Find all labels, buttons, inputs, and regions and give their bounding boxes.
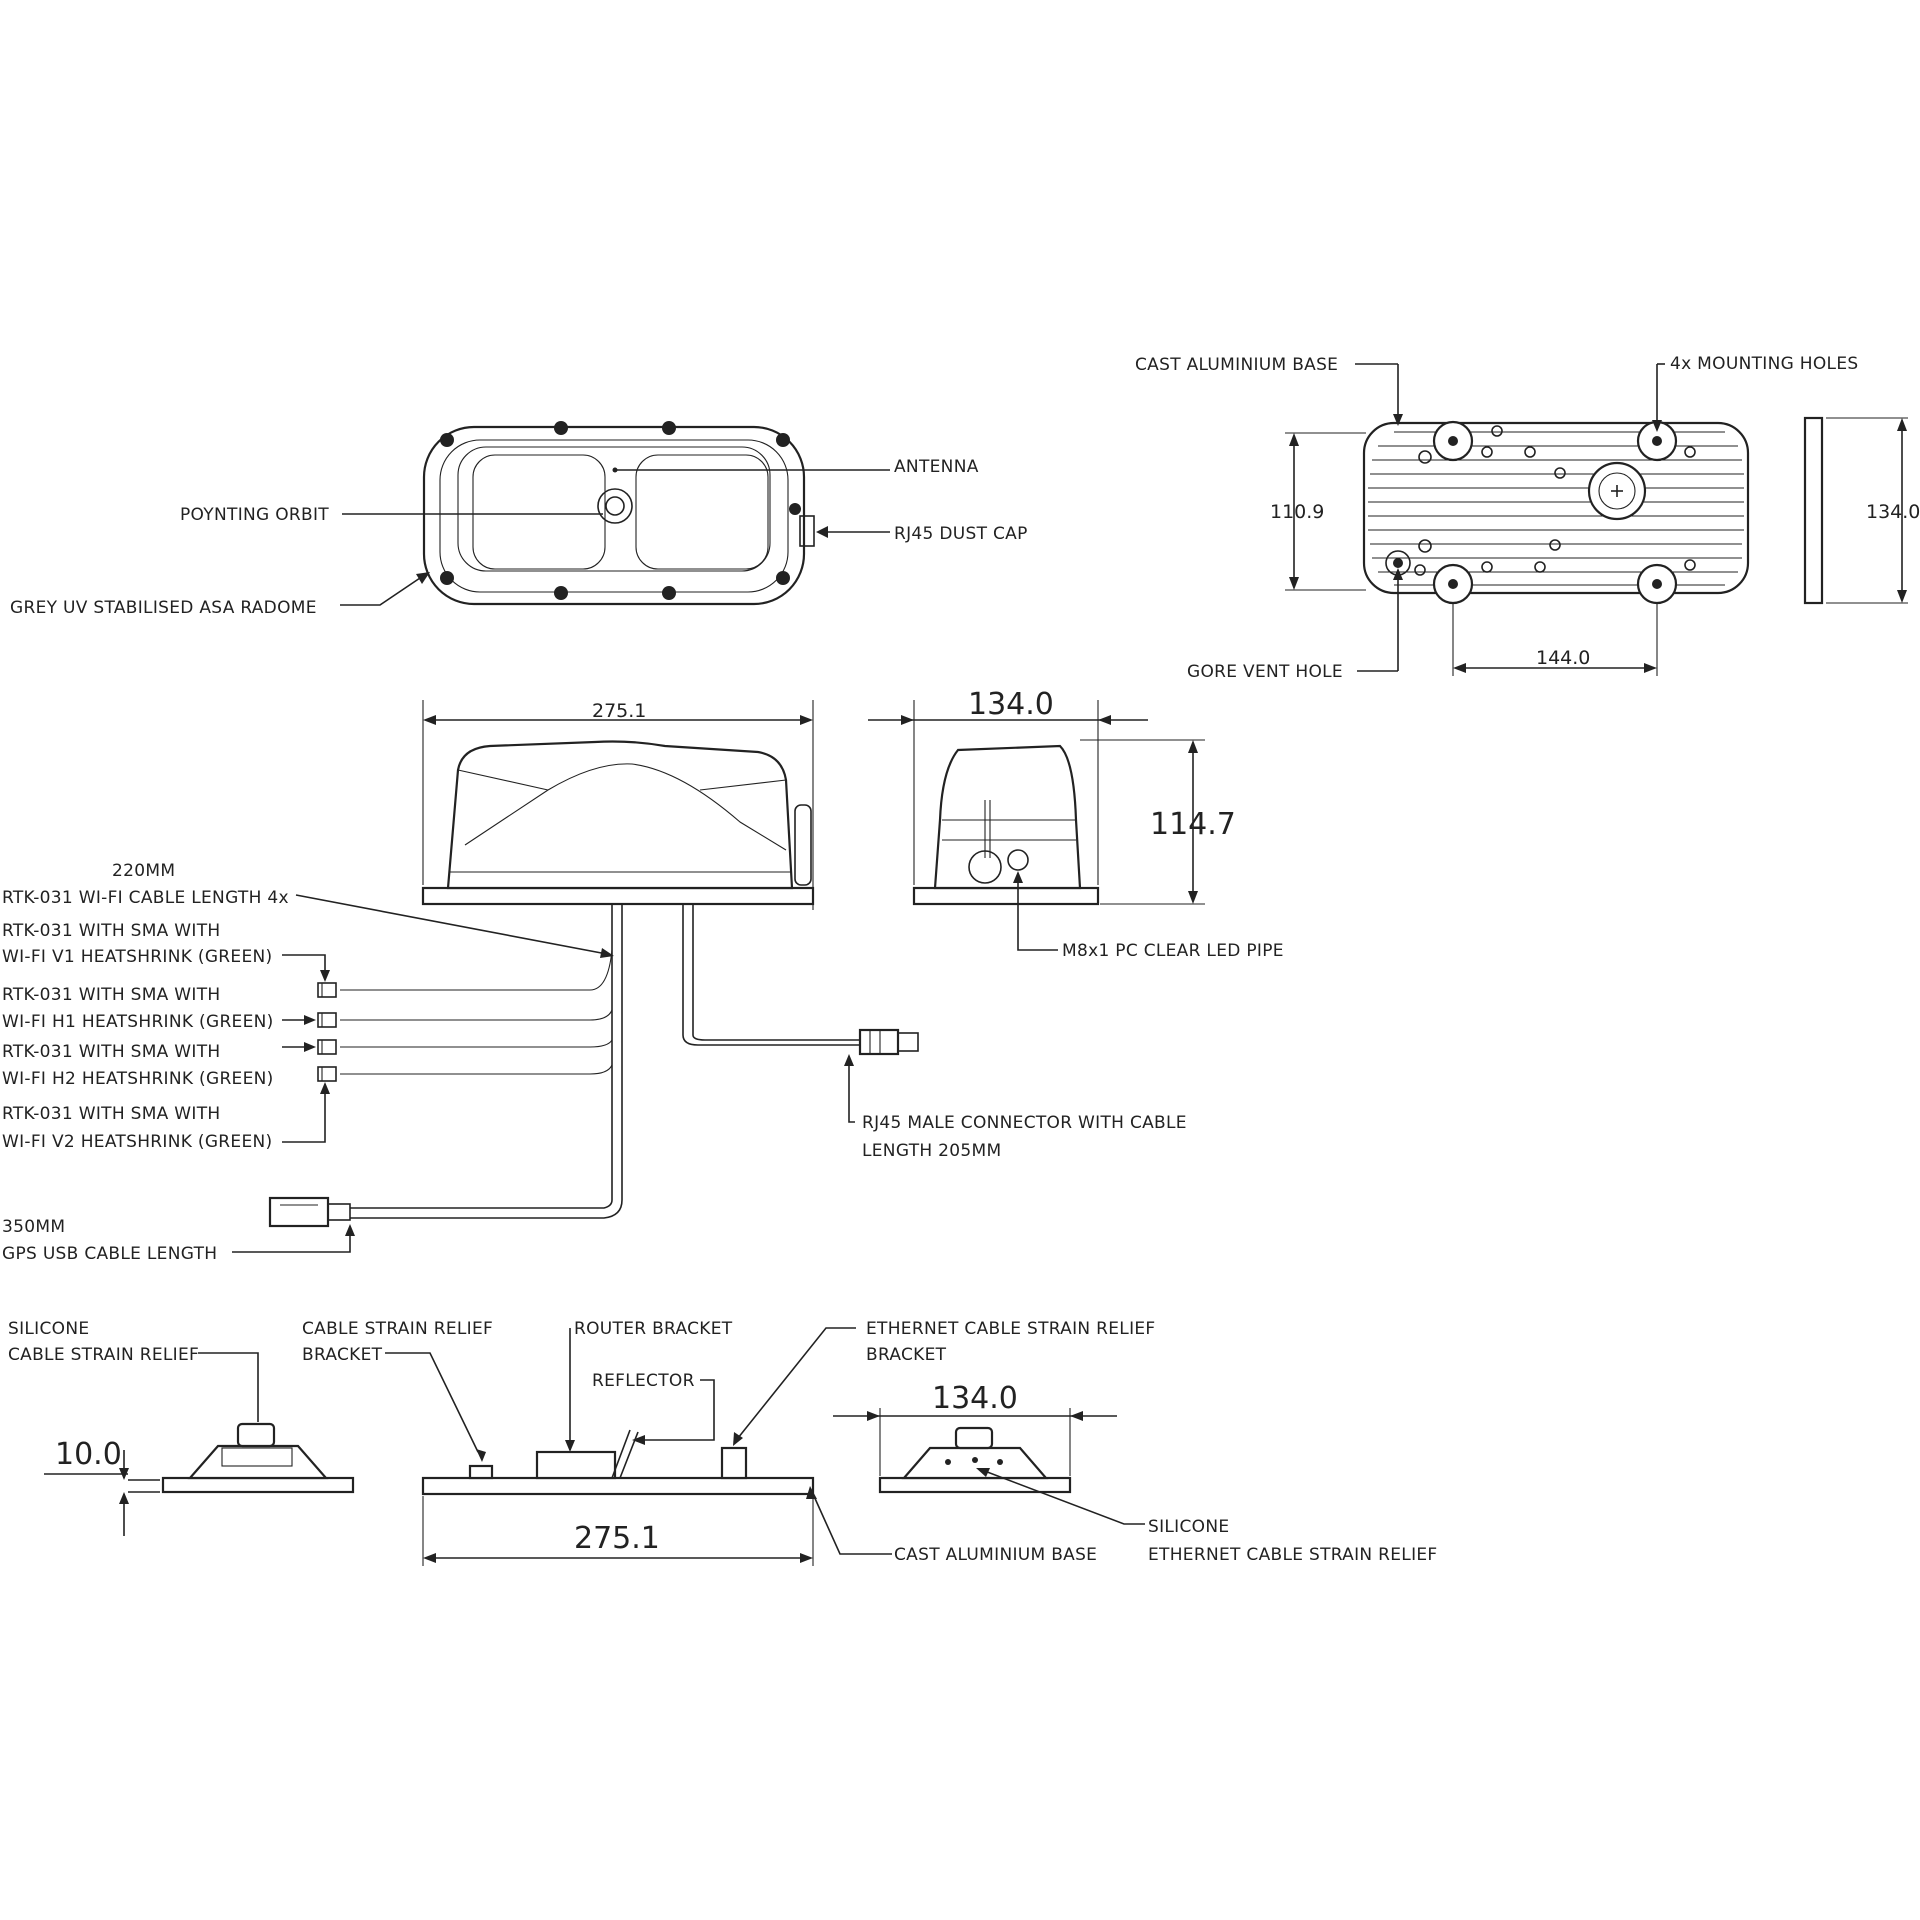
dim-base-width-right: 134.0 [1866,501,1920,523]
bottom-view-base [1362,420,1750,605]
dim-base-length: 275.1 [574,1521,660,1556]
top-view-radome [422,421,815,606]
label-eth-bracket-2: BRACKET [866,1345,947,1365]
mounting-hole [1432,420,1678,605]
label-rj45-male-2: LENGTH 205MM [862,1141,1001,1161]
base-side-profile [1803,416,1824,605]
label-antenna: ANTENNA [894,457,979,477]
label-silicone-2: CABLE STRAIN RELIEF [8,1345,199,1365]
dim-end-height: 114.7 [1150,807,1236,842]
label-silicone-1: SILICONE [8,1319,89,1339]
end-view [912,744,1100,906]
label-h2-line2: WI-FI H2 HEATSHRINK (GREEN) [2,1069,274,1089]
label-eth-bracket-1: ETHERNET CABLE STRAIN RELIEF [866,1319,1156,1339]
dim-hole-spacing: 144.0 [1536,647,1590,669]
label-rj45-male-1: RJ45 MALE CONNECTOR WITH CABLE [862,1113,1187,1133]
strain-relief-end-view [161,1422,355,1494]
label-router-bracket: ROUTER BRACKET [574,1319,733,1339]
label-cast-base-top: CAST ALUMINIUM BASE [1135,355,1338,375]
label-wifi-length-1: 220MM [112,861,175,881]
label-reflector: REFLECTOR [592,1371,695,1391]
label-cast-base-bottom: CAST ALUMINIUM BASE [894,1545,1097,1565]
dim-end-width: 134.0 [968,687,1054,722]
dim-side-length: 275.1 [592,700,646,722]
sma-connector [317,982,337,1082]
label-silicone-eth-2: ETHERNET CABLE STRAIN RELIEF [1148,1545,1438,1565]
label-led-pipe: M8x1 PC CLEAR LED PIPE [1062,941,1284,961]
label-gore-vent: GORE VENT HOLE [1187,662,1343,682]
label-csr-bracket-1: CABLE STRAIN RELIEF [302,1319,493,1339]
label-silicone-eth-1: SILICONE [1148,1517,1229,1537]
label-mounting-holes: 4x MOUNTING HOLES [1670,354,1858,374]
label-v1-line2: WI-FI V1 HEATSHRINK (GREEN) [2,947,272,967]
label-v2-line1: RTK-031 WITH SMA WITH [2,1104,220,1124]
dim-base-end-width: 134.0 [932,1381,1018,1416]
label-gps-1: 350MM [2,1217,65,1237]
label-rj45-dust-cap: RJ45 DUST CAP [894,524,1028,544]
ethernet-strain-relief-end-view [878,1426,1072,1494]
label-gps-2: GPS USB CABLE LENGTH [2,1244,217,1264]
side-view [421,740,815,906]
label-poynting-orbit: POYNTING ORBIT [180,505,329,525]
dim-plate-thickness: 10.0 [55,1437,122,1472]
label-radome: GREY UV STABILISED ASA RADOME [10,598,317,618]
label-h2-line1: RTK-031 WITH SMA WITH [2,1042,220,1062]
label-csr-bracket-2: BRACKET [302,1345,383,1365]
base-boss [1414,425,1696,576]
label-v1-line1: RTK-031 WITH SMA WITH [2,921,220,941]
radome-screw [440,421,801,600]
dim-base-height: 110.9 [1270,501,1324,523]
cable-bundle [340,904,860,1219]
label-wifi-length-2: RTK-031 WI-FI CABLE LENGTH 4x [2,888,289,908]
label-v2-line2: WI-FI V2 HEATSHRINK (GREEN) [2,1132,272,1152]
base-side-view [421,1429,815,1496]
usb-connector [268,1196,351,1228]
label-h1-line2: WI-FI H1 HEATSHRINK (GREEN) [2,1012,274,1032]
rj45-connector [858,1028,919,1056]
label-h1-line1: RTK-031 WITH SMA WITH [2,985,220,1005]
